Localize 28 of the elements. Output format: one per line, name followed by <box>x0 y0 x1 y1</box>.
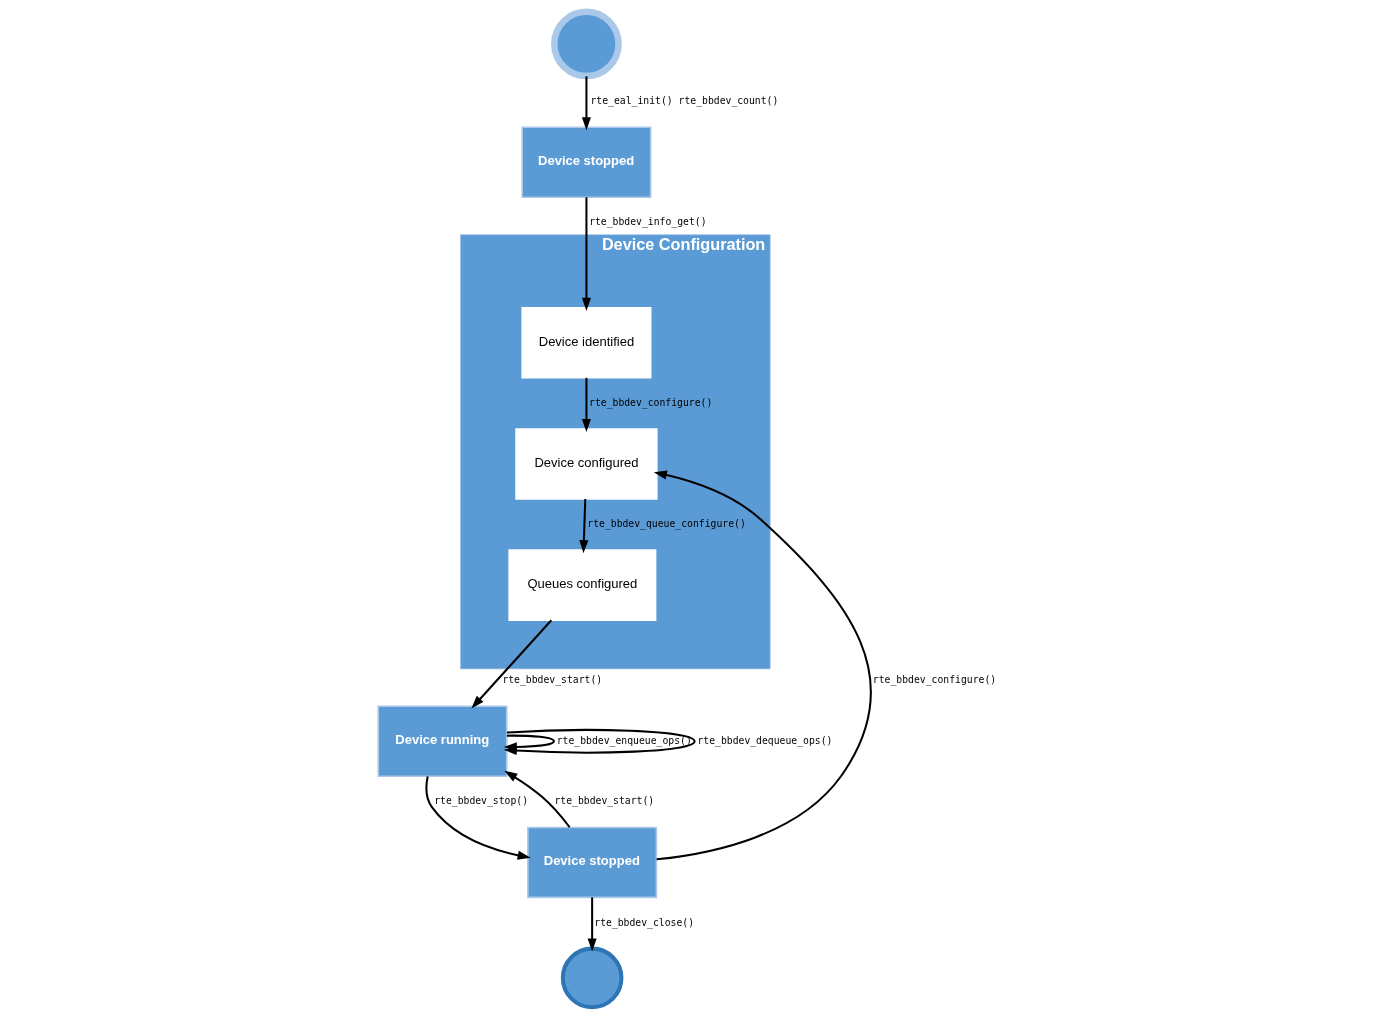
node-box: Device identified <box>520 307 651 379</box>
edge-label: rte_bbdev_dequeue_ops() <box>696 734 832 746</box>
edge-label: rte_bbdev_configure() <box>588 396 712 408</box>
node-box: Device running <box>376 705 508 778</box>
arrow <box>581 377 591 432</box>
edge-label: rte_bbdev_start() <box>501 674 602 686</box>
arrow <box>581 76 591 131</box>
edge-label: rte_bbdev_info_get() <box>588 216 707 228</box>
node-circle <box>550 8 622 80</box>
edge-label: rte_bbdev_queue_configure() <box>586 518 746 530</box>
node-box: Queues configured <box>507 549 656 621</box>
node-box: Device configured <box>514 428 658 500</box>
arrow <box>578 499 588 554</box>
edge-label: rte_bbdev_stop() <box>433 795 528 807</box>
edge-label: rte_bbdev_configure() <box>872 674 996 686</box>
arrow <box>587 897 597 952</box>
arrow <box>470 619 552 709</box>
node-circle <box>560 946 623 1010</box>
arrow <box>424 776 531 860</box>
arrow <box>653 470 872 861</box>
edge-label: rte_eal_init() rte_bbdev_count() <box>590 95 778 107</box>
arrow <box>581 197 591 311</box>
edge-label: rte_bbdev_close() <box>593 916 694 928</box>
node-box: Device stopped <box>520 126 651 199</box>
edge-label: rte_bbdev_start() <box>553 795 654 807</box>
node-box: Device stopped <box>526 826 657 899</box>
arrow <box>503 770 570 828</box>
edge-label: rte_bbdev_enqueue_ops() <box>556 734 692 746</box>
